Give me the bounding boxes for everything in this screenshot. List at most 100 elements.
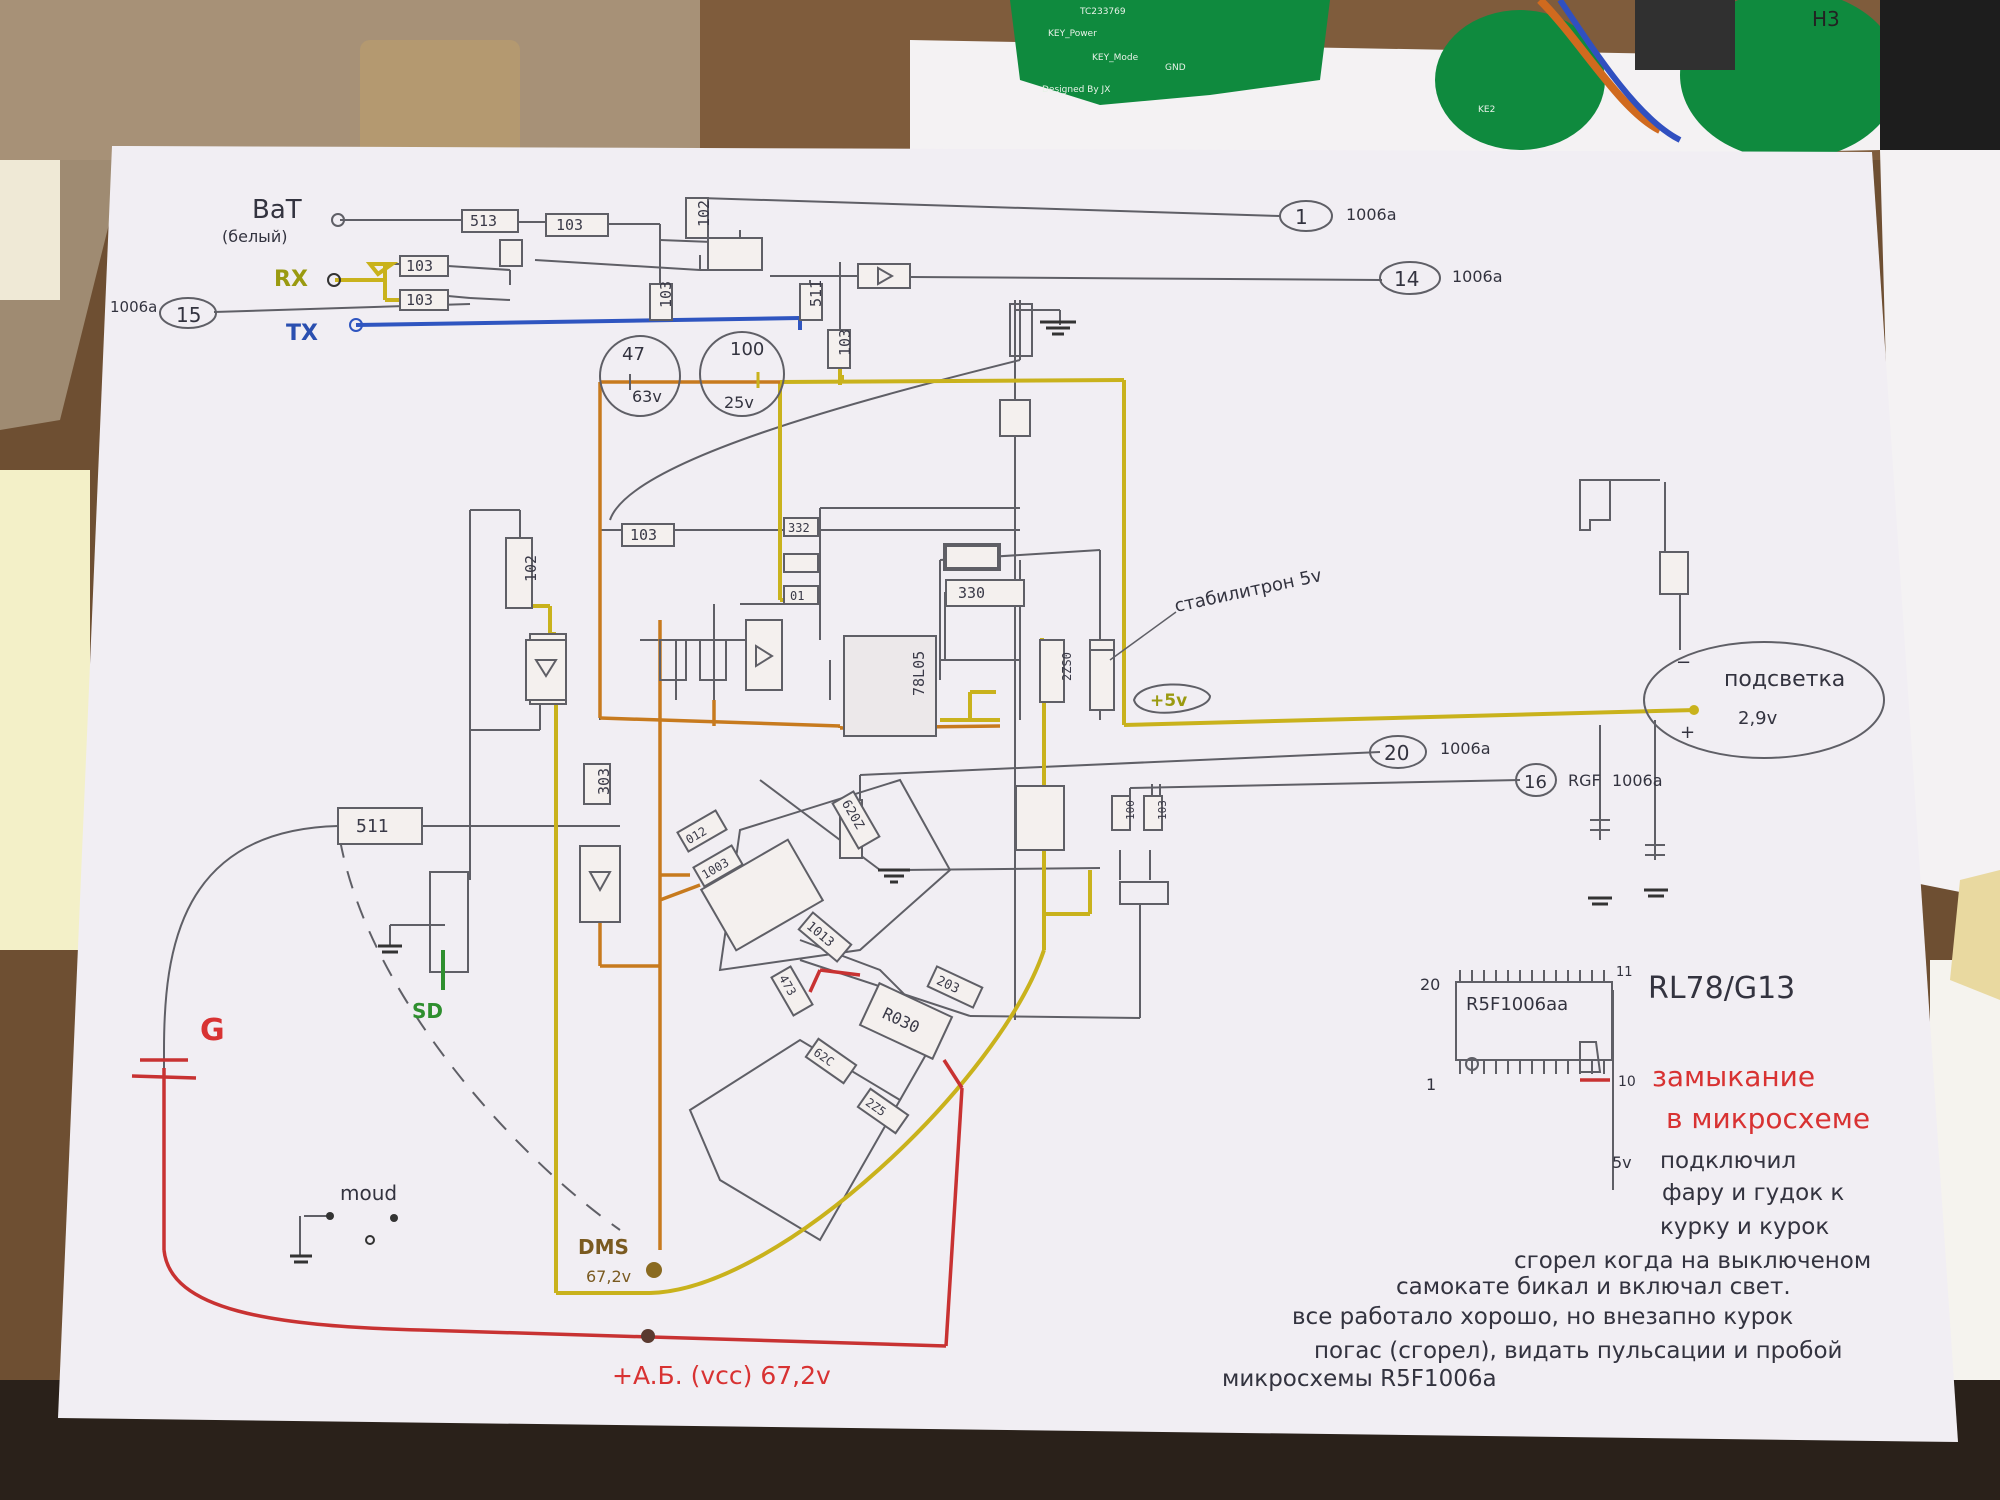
- pin-14-chip: 1006a: [1452, 267, 1503, 286]
- res-label-6: 511: [807, 280, 825, 307]
- backlight-minus: −: [1676, 652, 1691, 673]
- pin-15-chip: 1006a: [110, 298, 157, 316]
- pin-15-num: 15: [176, 303, 201, 327]
- backlight-terminal: [1689, 705, 1699, 715]
- pin-1-chip: 1006a: [1346, 205, 1397, 224]
- pin-15-oval: [159, 297, 217, 329]
- mcu-5v: 5v: [1612, 1153, 1632, 1172]
- vcc-label: +A.Б. (vcc) 67,2v: [612, 1361, 831, 1390]
- mcu-pin-10: 10: [1618, 1074, 1636, 1090]
- plastic-bag: [0, 0, 700, 430]
- pcb-label-6: KE2: [1478, 105, 1495, 115]
- note-line-3: сгорел когда на выключеном: [1514, 1248, 1871, 1274]
- sd-label: SD: [412, 999, 443, 1023]
- dms-voltage: 67,2v: [586, 1267, 631, 1286]
- plus5-outline: [1132, 683, 1212, 714]
- backlight-label: подсветка: [1724, 667, 1845, 692]
- backlight-voltage: 2,9v: [1738, 708, 1778, 729]
- note-line-5: все работало хорошо, но внезапно курок: [1292, 1304, 1793, 1330]
- res-label-1: 103: [556, 216, 583, 234]
- red-wires: [131, 968, 1610, 1348]
- mcu-pin-20: 20: [1420, 975, 1440, 994]
- diode-symbol-low: [588, 871, 612, 893]
- bat-terminal: [331, 213, 345, 227]
- zamykanie-line-2: в микросхеме: [1666, 1102, 1870, 1135]
- backlight-ellipse: [1643, 641, 1885, 759]
- diode-symbol-left: [534, 659, 558, 678]
- moud-contact-3: [365, 1235, 375, 1245]
- ground-symbols: [290, 320, 1668, 1264]
- note-line-2: курку и курок: [1660, 1214, 1829, 1240]
- pcb-label-1: KEY_Power: [1048, 29, 1097, 39]
- pcb-label-0: TC233769: [1079, 7, 1126, 17]
- pcb-wire-blue: [1557, 0, 1682, 143]
- res-label-2: 103: [406, 257, 433, 275]
- pin-16-num: 16: [1524, 772, 1547, 793]
- res-label-25: 103: [1156, 800, 1169, 820]
- pcb-wire-orange: [1537, 0, 1662, 134]
- yellow-wires: [335, 262, 1697, 1295]
- rx-label: RX: [274, 267, 308, 292]
- mcu-part: R5F1006aa: [1466, 994, 1568, 1015]
- dms-label: DMS: [578, 1235, 629, 1259]
- pin-20-oval: [1369, 735, 1427, 769]
- note-line-4: самокате бикал и включал свет.: [1396, 1274, 1791, 1300]
- mcu-pin-11: 11: [1616, 965, 1633, 980]
- note-line-0: подключил: [1660, 1148, 1796, 1174]
- pcb-label-4: GND: [1165, 63, 1186, 73]
- cap-100-circle: [699, 331, 785, 417]
- plus5-label: +5v: [1150, 691, 1187, 711]
- ic-label: 78L05: [910, 651, 928, 696]
- pin-14-num: 14: [1394, 267, 1419, 291]
- dashed-curve: [339, 839, 621, 1231]
- mcu-burn-mark: [1579, 1041, 1602, 1073]
- pin-20-num: 20: [1384, 741, 1409, 765]
- side-note-paper: [0, 470, 90, 950]
- pin-20-chip: 1006a: [1440, 739, 1491, 758]
- res-label-13: 303: [595, 768, 613, 795]
- res-label-8: 332: [788, 521, 810, 535]
- side-paper-top: [0, 160, 60, 300]
- pin-1-num: 1: [1295, 205, 1308, 229]
- backlight-transistor: [1579, 479, 1611, 531]
- mcu-chip: [1455, 981, 1613, 1061]
- diode-symbol-top: [877, 266, 895, 286]
- pin-16-oval: [1515, 763, 1557, 797]
- pcb-round-left: [1435, 10, 1605, 150]
- cap-100-value: 100: [730, 339, 764, 360]
- diode-symbol-mid: [755, 644, 774, 668]
- cap-47-voltage: 63v: [632, 387, 662, 406]
- bat-label: BaT: [252, 195, 302, 225]
- cap-100-voltage: 25v: [724, 393, 754, 412]
- pcb-label-3: Designed By JX: [1042, 85, 1110, 95]
- mcu-pin-1: 1: [1426, 1075, 1436, 1094]
- ic-78l05: [843, 635, 937, 737]
- tx-label: TX: [286, 321, 318, 346]
- pcb-label-2: KEY_Mode: [1092, 53, 1139, 63]
- dark-object: [1880, 0, 2000, 150]
- cap-47-value: 47: [622, 344, 645, 365]
- zener-pointer: [1109, 611, 1177, 661]
- zamykanie-line-1: замыкание: [1652, 1060, 1815, 1093]
- vcc-terminal: [641, 1329, 655, 1343]
- res-label-7: 103: [836, 329, 854, 356]
- dms-terminal: [646, 1262, 662, 1278]
- schematic-paper: [58, 146, 1958, 1442]
- moud-contact-2: [390, 1214, 398, 1222]
- pin-1-oval: [1279, 200, 1333, 232]
- yellow-sticky: [1950, 870, 2000, 1000]
- note-line-7: микросхемы R5F1006a: [1222, 1366, 1497, 1392]
- moud-label: moud: [340, 1181, 397, 1205]
- res-label-26: 2ZS0: [1060, 652, 1074, 681]
- mcu-name: RL78/G13: [1648, 971, 1795, 1006]
- bat-sub-label: (белый): [222, 227, 287, 246]
- res-label-24: 100: [1124, 800, 1137, 820]
- res-label-5: 103: [657, 281, 675, 308]
- pcb-label-5: H3: [1812, 7, 1840, 31]
- cap-47-circle: [599, 335, 681, 417]
- rx-terminal: [327, 273, 341, 287]
- pin-16-chip: 1006a: [1612, 771, 1663, 790]
- res-label-14: 511: [356, 816, 389, 837]
- g-label: G: [200, 1013, 225, 1048]
- pcb-left: [1010, 0, 1330, 105]
